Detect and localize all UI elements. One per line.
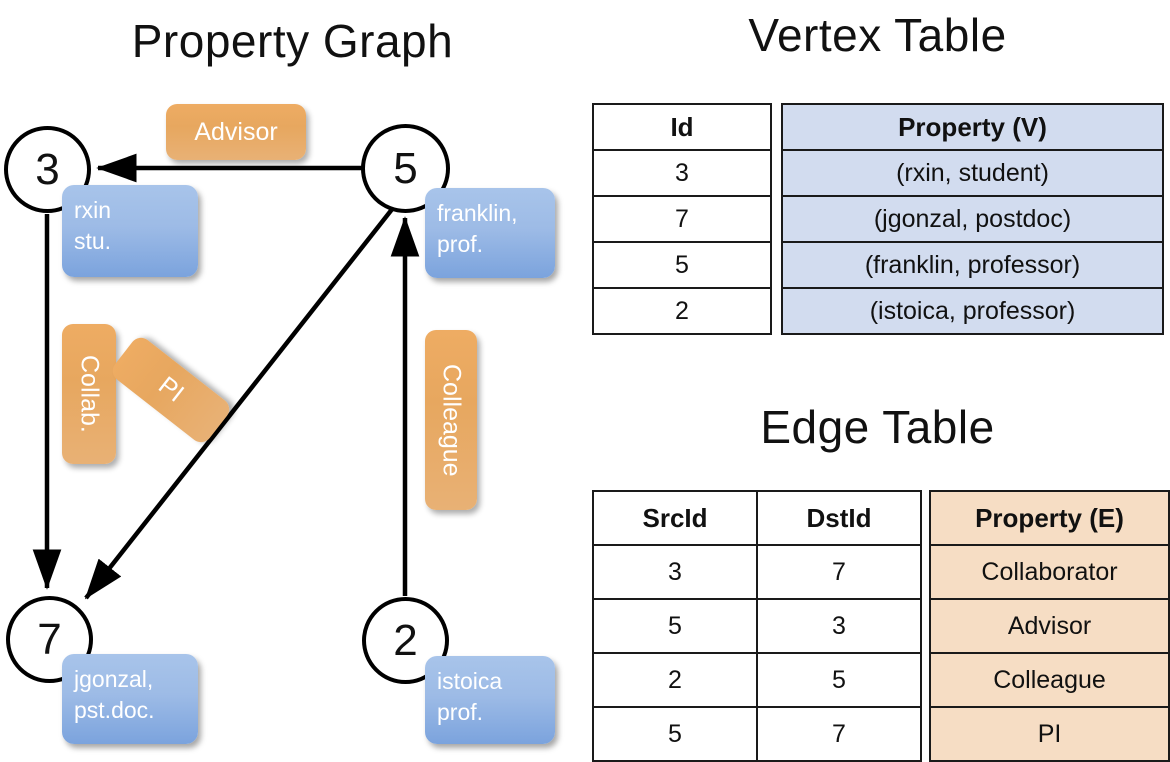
table-row[interactable]: 5	[592, 241, 772, 289]
graph-node-2[interactable]: 2	[362, 597, 449, 684]
edge-table-header-srcid: SrcId	[592, 490, 758, 546]
graph-node-7-label: 7	[37, 614, 62, 664]
edge-srcid-cell: 5	[592, 706, 758, 762]
vertex-id-cell: 7	[592, 195, 772, 243]
node-property-line-2: pst.doc.	[74, 697, 155, 724]
vertex-table-header-id: Id	[592, 103, 772, 151]
edge-property-cell: Collaborator	[929, 544, 1170, 600]
vertex-id-cell: 2	[592, 287, 772, 335]
table-row[interactable]: Colleague	[929, 652, 1170, 708]
table-row[interactable]: Advisor	[929, 598, 1170, 654]
vertex-property-cell: (istoica, professor)	[781, 287, 1164, 335]
graph-node-5-label: 5	[393, 143, 418, 193]
table-row[interactable]: 5 7	[592, 706, 922, 762]
node-property-box-rxin[interactable]: rxin stu.	[62, 185, 198, 277]
node-property-box-franklin[interactable]: franklin, prof.	[425, 188, 555, 278]
edge-srcid-cell: 3	[592, 544, 758, 600]
vertex-property-cell: (jgonzal, postdoc)	[781, 195, 1164, 243]
graph-node-3-label: 3	[35, 144, 60, 194]
table-row[interactable]: 2 5	[592, 652, 922, 708]
vertex-table-property-column: Property (V) (rxin, student) (jgonzal, p…	[781, 103, 1164, 335]
page-title-edge-table: Edge Table	[760, 401, 995, 453]
edge-label-colleague-text: Colleague	[437, 363, 466, 477]
node-property-line-2: prof.	[437, 231, 484, 258]
edge-table-header-property: Property (E)	[929, 490, 1170, 546]
graph-node-2-label: 2	[393, 615, 418, 665]
node-property-line-1: rxin	[74, 197, 112, 223]
edge-label-colleague[interactable]: Colleague	[425, 330, 477, 510]
edge-label-advisor[interactable]: Advisor	[166, 104, 306, 160]
vertex-table-header-property: Property (V)	[781, 103, 1164, 151]
table-header-row: Property (E)	[929, 490, 1170, 546]
table-row[interactable]: PI	[929, 706, 1170, 762]
table-row[interactable]: 3 7	[592, 544, 922, 600]
edge-label-advisor-text: Advisor	[194, 117, 278, 146]
edge-dstid-cell: 7	[756, 544, 922, 600]
node-property-box-istoica[interactable]: istoica prof.	[425, 656, 555, 744]
page-title-property-graph: Property Graph	[131, 15, 454, 67]
edge-table-header-dstid: DstId	[756, 490, 922, 546]
table-header-row: Property (V)	[781, 103, 1164, 151]
table-row[interactable]: 7	[592, 195, 772, 243]
node-property-box-jgonzal[interactable]: jgonzal, pst.doc.	[62, 654, 198, 744]
node-property-line-2: stu.	[74, 228, 112, 255]
edge-dstid-cell: 3	[756, 598, 922, 654]
edge-property-cell: Colleague	[929, 652, 1170, 708]
property-graph-diagram: 3 5 7 2 rxin stu. franklin, prof. jgonza…	[0, 0, 585, 760]
node-property-line-1: jgonzal,	[74, 666, 154, 692]
edge-srcid-cell: 5	[592, 598, 758, 654]
edge-srcid-cell: 2	[592, 652, 758, 708]
table-header-row: SrcId DstId	[592, 490, 922, 546]
table-header-row: Id	[592, 103, 772, 151]
edge-label-collab[interactable]: Collab.	[62, 324, 116, 464]
page-title-vertex-table: Vertex Table	[748, 9, 1007, 61]
edge-label-pi-text: PI	[153, 371, 190, 408]
edge-property-cell: Advisor	[929, 598, 1170, 654]
edge-property-cell: PI	[929, 706, 1170, 762]
table-row[interactable]: (franklin, professor)	[781, 241, 1164, 289]
node-property-line-2: prof.	[437, 699, 484, 726]
vertex-table-id-column: Id 3 7 5 2	[592, 103, 772, 335]
table-row[interactable]: (rxin, student)	[781, 149, 1164, 197]
edge-table-property-column: Property (E) Collaborator Advisor Collea…	[929, 490, 1170, 762]
table-row[interactable]: 2	[592, 287, 772, 335]
graph-node-5[interactable]: 5	[361, 124, 450, 213]
edge-dstid-cell: 7	[756, 706, 922, 762]
vertex-property-cell: (franklin, professor)	[781, 241, 1164, 289]
edge-5-to-7-pi	[84, 206, 395, 600]
table-row[interactable]: 3	[592, 149, 772, 197]
vertex-property-cell: (rxin, student)	[781, 149, 1164, 197]
table-row[interactable]: Collaborator	[929, 544, 1170, 600]
table-row[interactable]: (jgonzal, postdoc)	[781, 195, 1164, 243]
vertex-id-cell: 3	[592, 149, 772, 197]
edge-table-src-dst-columns: SrcId DstId 3 7 5 3 2 5 5 7	[592, 490, 922, 762]
table-row[interactable]: 5 3	[592, 598, 922, 654]
edge-dstid-cell: 5	[756, 652, 922, 708]
node-property-line-1: franklin,	[437, 200, 518, 226]
graph-edges-svg	[32, 153, 420, 600]
node-property-line-1: istoica	[437, 668, 503, 694]
table-row[interactable]: (istoica, professor)	[781, 287, 1164, 335]
edge-label-collab-text: Collab.	[75, 355, 104, 433]
vertex-id-cell: 5	[592, 241, 772, 289]
